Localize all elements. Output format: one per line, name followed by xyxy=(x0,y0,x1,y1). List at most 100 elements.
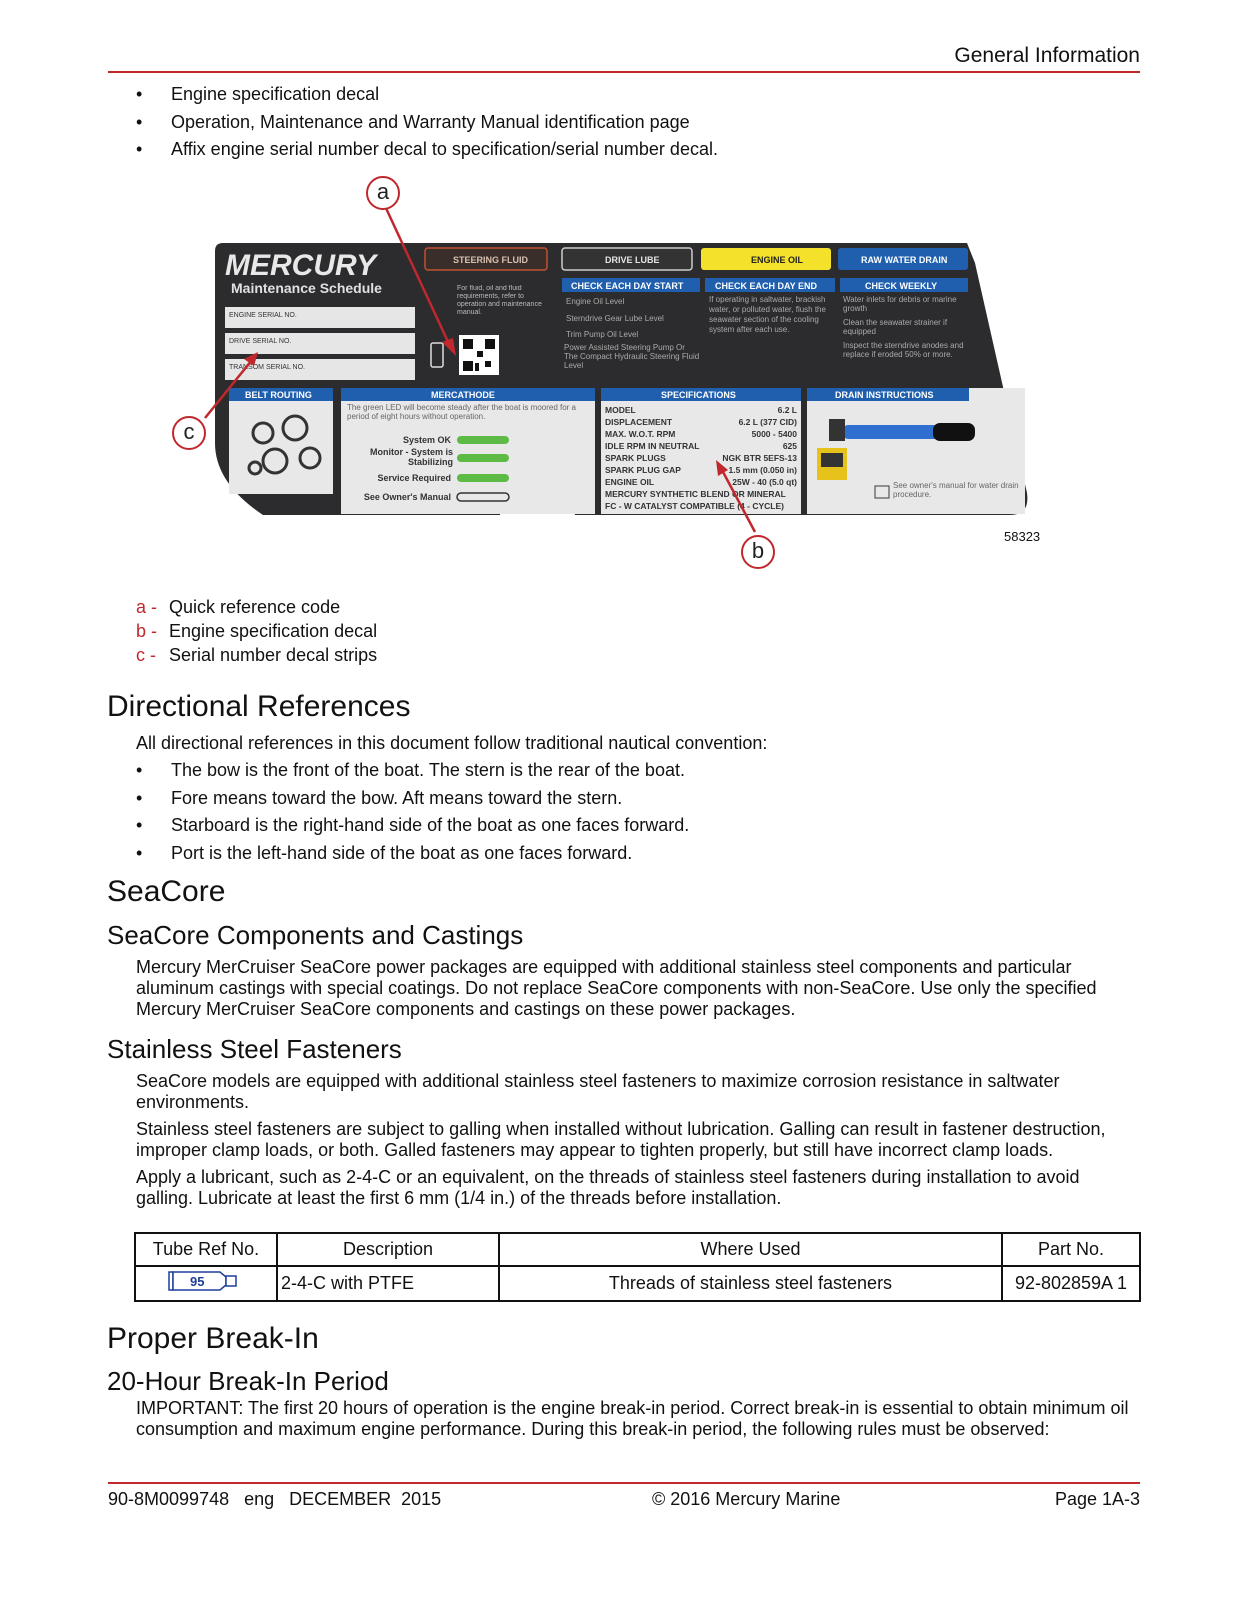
decal-brand: MERCURY xyxy=(225,249,379,282)
callout-arrows xyxy=(204,205,757,533)
belt-routing-icon xyxy=(247,414,322,476)
spec-label: SPARK PLUG GAP xyxy=(605,465,681,475)
fluid-engine-oil: ENGINE OIL xyxy=(751,255,804,265)
lubricant-tube-icon: 95 xyxy=(168,1271,237,1291)
list-item: Operation, Maintenance and Warranty Manu… xyxy=(136,109,718,137)
list-item: The bow is the front of the boat. The st… xyxy=(136,757,689,785)
drain-valve-icon xyxy=(817,419,975,480)
callout-a: a xyxy=(366,176,400,210)
list-item: Fore means toward the bow. Aft means tow… xyxy=(136,785,689,813)
mercathode-text: The green LED will become steady after t… xyxy=(347,403,577,421)
legend-item: c - Serial number decal strips xyxy=(136,643,377,667)
belt-routing-title: BELT ROUTING xyxy=(245,390,312,400)
list-item: Engine specification decal xyxy=(136,81,718,109)
specifications-title: SPECIFICATIONS xyxy=(661,390,736,400)
spec-value: 1.5 mm (0.050 in) xyxy=(728,465,797,475)
fasteners-paragraph: Stainless steel fasteners are subject to… xyxy=(136,1119,1106,1160)
heading-directional-references: Directional References xyxy=(107,690,411,723)
important-note: IMPORTANT: The first 20 hours of operati… xyxy=(136,1398,1129,1439)
spec-label: IDLE RPM IN NEUTRAL xyxy=(605,441,699,451)
footer-copyright: © 2016 Mercury Marine xyxy=(652,1489,841,1509)
phone-icon xyxy=(430,342,444,368)
spec-value: 6.2 L (377 CID) xyxy=(739,417,798,427)
table-header: Tube Ref No. xyxy=(134,1232,278,1267)
list-item: Affix engine serial number decal to spec… xyxy=(136,136,718,164)
mercathode-row: Service Required xyxy=(377,473,451,483)
spec-value: 25W - 40 (5.0 qt) xyxy=(732,477,797,487)
fasteners-paragraph: Apply a lubricant, such as 2-4-C or an e… xyxy=(136,1167,1080,1208)
header-rule xyxy=(108,71,1140,73)
check-weekly-item: Water inlets for debris or marine growth xyxy=(843,295,957,313)
fluid-raw-water-drain: RAW WATER DRAIN xyxy=(861,255,947,265)
spec-label: MAX. W.O.T. RPM xyxy=(605,429,675,439)
check-weekly-title: CHECK WEEKLY xyxy=(865,281,937,291)
decal-subtitle: Maintenance Schedule xyxy=(231,280,382,296)
check-start-item: Power Assisted Steering Pump Or The Comp… xyxy=(564,343,700,370)
seacore-components-text: Mercury MerCruiser SeaCore power package… xyxy=(136,957,1097,1019)
legend-text: Serial number decal strips xyxy=(169,645,378,665)
spec-value: NGK BTR 5EFS-13 xyxy=(722,453,797,463)
heading-proper-break-in: Proper Break-In xyxy=(107,1322,319,1355)
spec-label: FC - W CATALYST COMPATIBLE (4 - CYCLE) xyxy=(605,501,784,511)
check-start-item: Sterndrive Gear Lube Level xyxy=(566,314,664,323)
heading-seacore-components: SeaCore Components and Castings xyxy=(107,920,524,950)
table-header-row: Tube Ref No. Description Where Used Part… xyxy=(134,1232,1141,1267)
check-start-item: Trim Pump Oil Level xyxy=(566,330,638,339)
heading-seacore: SeaCore xyxy=(107,875,226,908)
legend-letter: a - xyxy=(136,597,158,617)
list-item: Starboard is the right-hand side of the … xyxy=(136,812,689,840)
legend-letter: b - xyxy=(136,621,158,641)
list-item: Port is the left-hand side of the boat a… xyxy=(136,840,689,868)
part-number-cell: 92-802859A 1 xyxy=(1001,1265,1141,1302)
check-weekly-item: Inspect the sterndrive anodes and replac… xyxy=(843,341,964,359)
check-end-title: CHECK EACH DAY END xyxy=(715,281,818,291)
engine-decal-figure: MERCURY Maintenance Schedule ENGINE SERI… xyxy=(215,243,1028,515)
table-header: Part No. xyxy=(1001,1232,1141,1267)
serial-field-transom: TRANSOM SERIAL NO. xyxy=(229,364,305,371)
fluid-steering: STEERING FLUID xyxy=(453,255,529,265)
legend-letter: c - xyxy=(136,645,156,665)
mercathode-row: System OK xyxy=(403,435,452,445)
serial-field-drive: DRIVE SERIAL NO. xyxy=(229,338,291,345)
check-end-text: If operating in saltwater, brackish wate… xyxy=(709,295,826,334)
drain-note: See owner's manual for water drain proce… xyxy=(893,481,1019,499)
table-header: Description xyxy=(276,1232,500,1267)
qr-note: For fluid, oil and fluid requirements, r… xyxy=(457,285,542,316)
legend-text: Quick reference code xyxy=(169,597,341,617)
check-start-title: CHECK EACH DAY START xyxy=(571,281,684,291)
serial-field-engine: ENGINE SERIAL NO. xyxy=(229,312,297,319)
footer-doc-number: 90-8M0099748 eng DECEMBER 2015 xyxy=(108,1489,442,1509)
spec-label: DISPLACEMENT xyxy=(605,417,673,427)
drain-title: DRAIN INSTRUCTIONS xyxy=(835,390,934,400)
callout-b: b xyxy=(741,535,775,569)
directional-intro: All directional references in this docum… xyxy=(136,733,768,753)
spec-value: 5000 - 5400 xyxy=(752,429,798,439)
spec-value: 6.2 L xyxy=(778,405,797,415)
fasteners-paragraph: SeaCore models are equipped with additio… xyxy=(136,1071,1060,1112)
heading-20-hour-break-in: 20-Hour Break-In Period xyxy=(107,1366,389,1396)
tube-ref-number: 95 xyxy=(190,1274,204,1289)
check-weekly-item: Clean the seawater strainer if equipped xyxy=(843,318,948,336)
manual-book-icon xyxy=(874,485,890,499)
figure-legend: a - Quick reference code b - Engine specif… xyxy=(136,595,377,667)
table-row: 95 2-4-C with PTFE Threads of stainless … xyxy=(134,1265,1141,1302)
tube-ref-cell: 95 xyxy=(134,1265,278,1302)
callout-c: c xyxy=(172,416,206,450)
legend-item: b - Engine specification decal xyxy=(136,619,377,643)
heading-stainless-fasteners: Stainless Steel Fasteners xyxy=(107,1034,402,1064)
legend-item: a - Quick reference code xyxy=(136,595,377,619)
spec-label: SPARK PLUGS xyxy=(605,453,666,463)
mercathode-row: See Owner's Manual xyxy=(364,492,451,502)
spec-value: 625 xyxy=(783,441,797,451)
footer-page-number: Page 1A-3 xyxy=(1054,1489,1140,1509)
table-header: Where Used xyxy=(498,1232,1003,1267)
section-title: General Information xyxy=(954,44,1140,67)
description-cell: 2-4-C with PTFE xyxy=(276,1265,500,1302)
legend-text: Engine specification decal xyxy=(169,621,378,641)
parts-table: Tube Ref No. Description Where Used Part… xyxy=(134,1232,1141,1302)
footer-rule xyxy=(108,1482,1140,1484)
figure-number: 58323 xyxy=(1004,529,1041,544)
spec-label: MODEL xyxy=(605,405,636,415)
check-start-item: Engine Oil Level xyxy=(566,297,624,306)
intro-bullet-list: Engine specification decal Operation, Ma… xyxy=(136,81,718,164)
